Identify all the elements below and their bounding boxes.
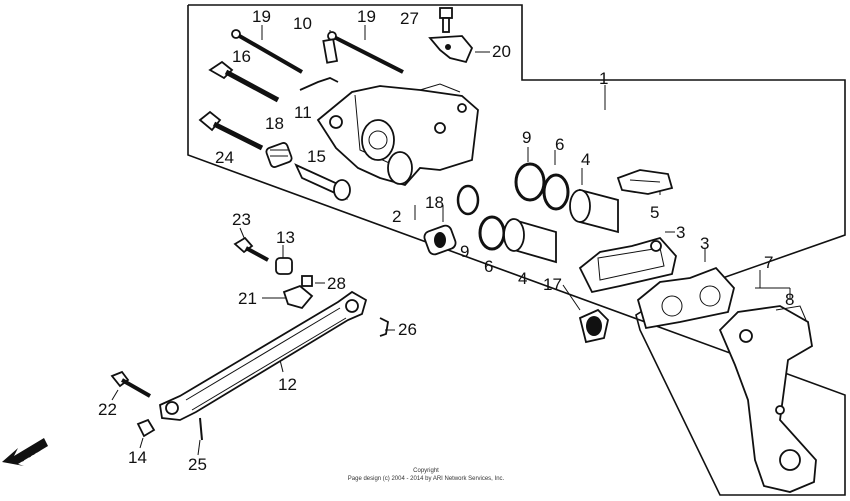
- callout-24: 24: [215, 148, 234, 167]
- caliper-body: [316, 83, 479, 187]
- cap-14: [136, 418, 156, 438]
- piston-4b: [503, 218, 557, 264]
- sleeve-15: [294, 163, 351, 201]
- callout-17: 17: [543, 275, 562, 294]
- callout-13: 13: [276, 228, 295, 247]
- brake-pad-3b: [636, 266, 735, 330]
- seal-9b: [456, 184, 480, 216]
- pad-spring-5: [616, 169, 674, 195]
- callout-20: 20: [492, 42, 511, 61]
- callout-1: 1: [599, 69, 608, 88]
- callout-23: 23: [232, 210, 251, 229]
- callout-3a: 3: [676, 223, 685, 242]
- callout-28: 28: [327, 274, 346, 293]
- boot-18a: [265, 142, 293, 168]
- clamp-21: [282, 284, 314, 310]
- seal-6b: [478, 215, 506, 251]
- callout-3b: 3: [700, 234, 709, 253]
- guide-pin-19a: [231, 29, 303, 74]
- assembly-boundary: [187, 4, 846, 496]
- clip-26: [379, 317, 389, 337]
- callout-labels: 19 10 19 27 20 16 11 1 18 9 6 4 24 15 5 …: [98, 7, 794, 474]
- bolt-24: [198, 110, 264, 151]
- bleeder-valve: [299, 38, 339, 91]
- brake-pad-3a: [578, 236, 677, 294]
- callout-9b: 9: [460, 242, 469, 261]
- callout-10: 10: [293, 14, 312, 33]
- seal-6a: [542, 173, 570, 211]
- callout-4a: 4: [581, 150, 590, 169]
- bolt-16: [208, 60, 280, 103]
- callout-16: 16: [232, 47, 251, 66]
- callout-7: 7: [764, 253, 773, 272]
- seal-9a: [514, 162, 546, 202]
- copyright-line-1: Copyright: [413, 468, 439, 474]
- nut-13: [275, 257, 293, 275]
- callout-18a: 18: [265, 114, 284, 133]
- callout-27: 27: [400, 9, 419, 28]
- boot-18b: [423, 224, 457, 256]
- bracket-20: [428, 35, 474, 64]
- callout-26: 26: [398, 320, 417, 339]
- callout-9a: 9: [522, 128, 531, 147]
- torque-rod-12: [159, 290, 368, 421]
- callout-19b: 19: [357, 7, 376, 26]
- callout-12: 12: [278, 375, 297, 394]
- callout-6a: 6: [555, 135, 564, 154]
- callout-8: 8: [785, 290, 794, 309]
- forward-arrow-icon: [2, 438, 48, 466]
- callout-18b: 18: [425, 193, 444, 212]
- bolt-23: [233, 236, 269, 262]
- screw-28: [301, 275, 313, 287]
- callout-22: 22: [98, 400, 117, 419]
- callout-11: 11: [294, 103, 312, 122]
- callout-25: 25: [188, 455, 207, 474]
- piston-4a: [569, 188, 619, 234]
- leader-lines: [111, 25, 791, 456]
- callout-21: 21: [238, 289, 257, 308]
- copyright-line-2: Page design (c) 2004 - 2014 by ARI Netwo…: [348, 476, 505, 482]
- callout-19a: 19: [252, 7, 271, 26]
- callout-14: 14: [128, 448, 147, 467]
- bolt-27: [439, 7, 453, 33]
- callout-4b: 4: [518, 269, 527, 288]
- callout-15: 15: [307, 147, 326, 166]
- callout-6b: 6: [484, 257, 493, 276]
- callout-2: 2: [392, 207, 401, 226]
- cotter-pin-25: [199, 417, 203, 441]
- caliper-bracket-7: [718, 305, 817, 493]
- bolt-22: [110, 370, 151, 398]
- boot-17: [578, 308, 609, 344]
- callout-5: 5: [650, 203, 659, 222]
